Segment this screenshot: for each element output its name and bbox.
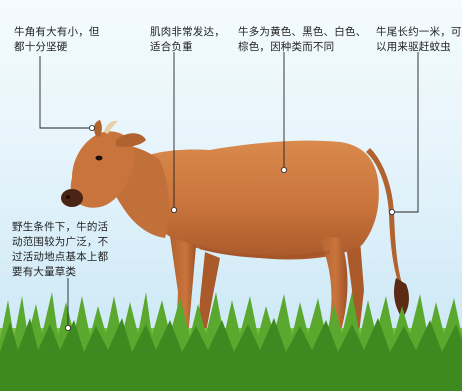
grass-field-icon	[0, 292, 462, 391]
leader-lines	[39, 52, 419, 328]
callout-muscle: 肌肉非常发达， 适合负重	[150, 26, 225, 53]
callout-tail: 牛尾长约一米，可 以用来驱赶蚊虫	[376, 26, 462, 53]
leader-dots	[65, 125, 395, 331]
leader-dot-tail	[388, 208, 395, 215]
leader-line-tail	[392, 52, 419, 213]
leader-dot-horns	[89, 125, 96, 132]
leader-line-horns	[39, 56, 92, 129]
callout-coat: 牛多为黄色、黑色、白色、 棕色，因种类而不同	[238, 26, 367, 53]
callout-habitat: 野生条件下，牛的活 动范围较为广泛，不 过活动地点基本上都 要有大量草类	[12, 221, 109, 278]
leader-dot-coat	[280, 166, 287, 173]
leader-dot-muscle	[170, 206, 177, 213]
callout-horns: 牛角有大有小，但 都十分坚硬	[14, 26, 100, 53]
leader-dot-habitat	[65, 324, 72, 331]
